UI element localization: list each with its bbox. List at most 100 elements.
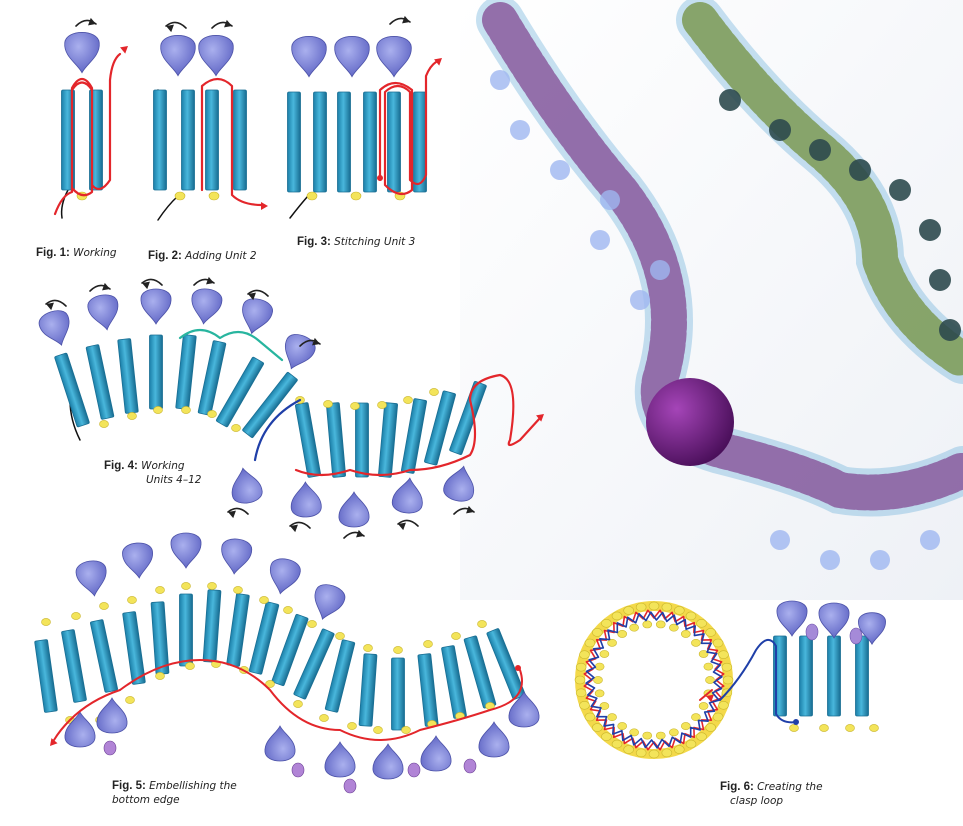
seed-bead [648, 749, 660, 759]
seed-bead [231, 424, 241, 432]
bugle-bead [799, 635, 813, 717]
seed-bead [705, 676, 715, 684]
drop-bead [478, 721, 510, 758]
drop-bead [96, 697, 128, 734]
arrow-head [706, 694, 714, 703]
thread-red [119, 659, 523, 741]
seed-bead [347, 722, 357, 730]
drop-bead [170, 532, 202, 569]
bugle-bead [378, 402, 398, 478]
bugle-bead [54, 352, 90, 428]
seed-bead [642, 620, 653, 629]
seed-bead [594, 662, 605, 671]
drop-bead [38, 310, 70, 346]
seed-bead [691, 713, 701, 722]
seed-bead [207, 582, 217, 590]
fig5-diagram [34, 532, 540, 794]
thread-red [53, 52, 122, 216]
seed-bead [655, 731, 666, 740]
drop-bead [160, 35, 196, 77]
arrow-head [88, 17, 96, 26]
seed-bead [601, 732, 612, 741]
drop-bead [858, 612, 886, 646]
rotation-arrow [247, 289, 269, 297]
bugle-bead [337, 91, 351, 193]
bugle-bead [326, 402, 346, 478]
seed-bead [592, 723, 603, 732]
iris-bead-photo [809, 139, 831, 161]
thread-stop [377, 175, 383, 181]
seed-bead [207, 410, 217, 418]
drop-bead-photo [920, 530, 940, 550]
arrow-head [261, 202, 268, 210]
seed-bead [629, 728, 639, 737]
bugle-bead [827, 635, 841, 717]
drop-bead-photo [550, 160, 570, 180]
thread-red [200, 77, 264, 207]
seed-bead [584, 638, 596, 648]
seed-bead [41, 618, 51, 626]
arrow-head [466, 505, 474, 514]
drop-bead-photo [770, 530, 790, 550]
seed-bead [712, 712, 724, 722]
bugle-bead [117, 338, 139, 414]
arrow-head [206, 276, 214, 285]
seed-bead [307, 620, 317, 628]
drop-bead [391, 477, 423, 514]
seed-bead [377, 401, 387, 409]
arrow-head [312, 337, 320, 346]
bugle-bead [233, 89, 247, 191]
rotation-arrow [45, 299, 67, 307]
seed-bead [594, 689, 605, 698]
seed-bead [593, 676, 603, 684]
bugle-bead [61, 629, 87, 703]
fig3-caption: Fig. 3: Stitching Unit 3 [297, 236, 416, 248]
small-drop-bead [103, 740, 117, 756]
iris-bead-photo [939, 319, 961, 341]
tail-thread [60, 189, 69, 219]
bugle-bead [401, 398, 427, 474]
seed-bead [181, 406, 191, 414]
thread-red-loop [583, 609, 725, 751]
bugle-bead [287, 91, 301, 193]
arrow-head [46, 302, 54, 311]
fig5-caption: Fig. 5: Embellishing the bottom edge [112, 780, 237, 806]
drop-bead [443, 465, 475, 502]
seed-bead [703, 662, 714, 671]
seed-bead [685, 611, 697, 621]
thread-blue [719, 639, 797, 724]
small-drop-bead [407, 762, 421, 778]
rotation-arrow [397, 519, 419, 527]
bugle-bead [242, 372, 298, 438]
drop-bead-photo [650, 260, 670, 280]
bugle-bead [271, 613, 309, 687]
drop-bead [198, 35, 234, 77]
drop-bead [776, 600, 808, 637]
bugle-bead [153, 89, 167, 191]
seed-bead [718, 701, 729, 710]
seed-bead [265, 680, 275, 688]
seed-bead [712, 638, 724, 648]
bugle-bead [424, 390, 456, 466]
seed-bead [99, 602, 109, 610]
fig2-diagram [153, 19, 268, 221]
arrow-head [434, 58, 442, 66]
arrow-head [120, 46, 128, 54]
drop-bead [87, 294, 119, 331]
bugle-bead [324, 639, 356, 713]
drop-bead [376, 36, 412, 78]
seed-bead [696, 732, 707, 741]
seed-bead [642, 731, 653, 740]
tail-thread [289, 195, 309, 219]
drop-bead [420, 735, 452, 772]
thread-stop [515, 665, 521, 671]
iris-bead-photo [919, 219, 941, 241]
seed-bead [579, 701, 590, 710]
seed-bead [174, 191, 186, 201]
small-drop-bead [805, 623, 819, 641]
iris-bead-photo [849, 159, 871, 181]
clasp-bead [646, 378, 734, 466]
drop-bead-photo [590, 230, 610, 250]
seed-bead [661, 602, 673, 612]
